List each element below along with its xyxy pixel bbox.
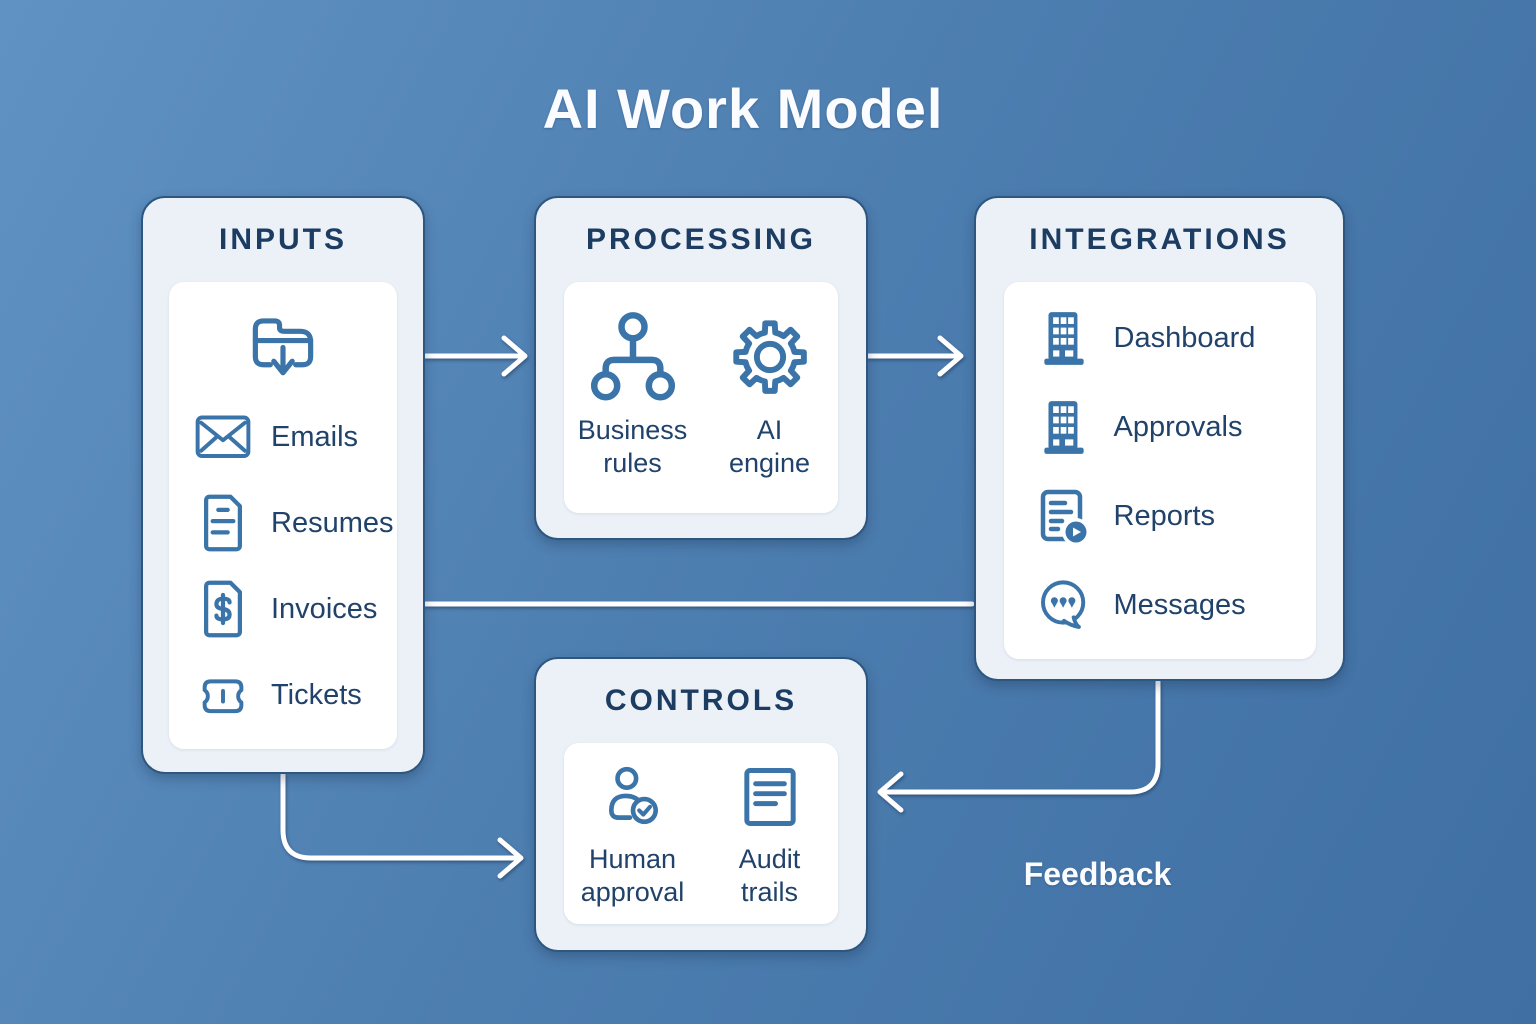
list-item: Business rules [577,308,689,480]
page-title: AI Work Model [542,77,944,140]
list-item: Human approval [573,759,693,909]
connector-inputs-to-processing [421,335,528,377]
panel-processing-card: Business rules AI engine [564,282,838,513]
chat-icon [1036,576,1092,636]
controls-item-label: Human approval [580,844,685,907]
feedback-label: Feedback [1023,856,1172,892]
input-item-label: Tickets [271,678,362,711]
panel-integrations-card: Dashboard Approvals [1003,282,1316,659]
panel-processing: PROCESSING Business rules [534,196,868,540]
processing-item-label: AI engine [728,415,811,478]
list-item: Approvals [1004,383,1316,472]
panel-integrations: INTEGRATIONS Dashboard [974,196,1345,681]
list-item: AI engine [714,308,826,480]
connector-integrations-to-controls [877,679,1161,813]
list-item: Reports [1004,472,1316,561]
resume-icon [195,493,251,553]
panel-integrations-title: INTEGRATIONS [1029,223,1290,256]
integration-item-label: Messages [1113,589,1246,621]
integration-item-label: Reports [1113,500,1216,532]
list-item: Messages [1004,561,1316,650]
list-item: Tickets [169,652,397,738]
list-item: Invoices [169,566,397,652]
building-icon [1036,398,1092,458]
panel-processing-title: PROCESSING [585,223,817,256]
gear-icon [728,308,812,406]
list-item: Resumes [169,480,397,566]
panel-controls-title: CONTROLS [604,684,798,717]
panel-controls-card: Human approval Audit trails [564,743,838,924]
report-icon [1036,487,1092,547]
processing-item-label: Business rules [577,415,688,478]
input-item-label: Emails [271,420,359,453]
list-item: Dashboard [1004,294,1316,383]
connector-inputs-to-controls [280,772,524,879]
folder-download-icon [246,306,320,382]
list-item: Audit trails [710,759,830,909]
mail-icon [195,407,251,467]
panel-inputs: INPUTS Emails [141,196,425,774]
input-item-label: Invoices [271,592,378,625]
integration-item-label: Approvals [1113,411,1243,443]
controls-item-label: Audit trails [738,844,801,907]
ticket-icon [195,665,251,725]
audit-doc-icon [739,759,801,835]
person-check-icon [600,759,666,835]
input-item-label: Resumes [271,506,394,539]
panel-inputs-title: INPUTS [218,223,347,256]
invoice-icon [195,579,251,639]
hierarchy-icon [587,308,679,406]
integration-item-label: Dashboard [1113,322,1256,354]
list-item: Emails [169,394,397,480]
panel-inputs-card: Emails Resumes [169,282,397,749]
connector-processing-to-integrations [865,335,964,377]
panel-controls: CONTROLS Human approval [534,657,868,952]
building-icon [1036,309,1092,369]
